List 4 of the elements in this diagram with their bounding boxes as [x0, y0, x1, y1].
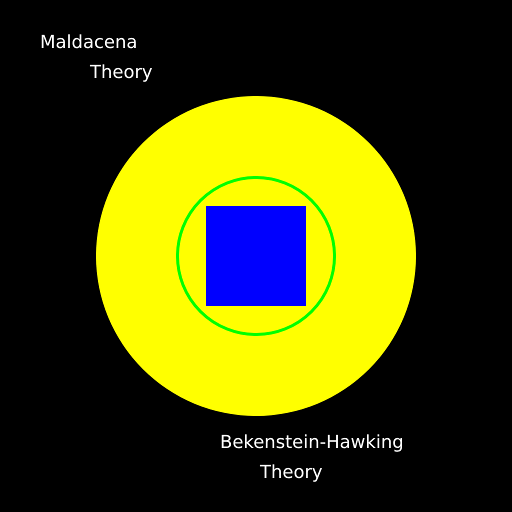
theory-label: Maldacena Theory — [40, 31, 154, 85]
theory-label: Bekenstein-Hawking Theory — [220, 431, 405, 485]
inner-ring — [176, 176, 336, 336]
square-block — [206, 206, 306, 306]
